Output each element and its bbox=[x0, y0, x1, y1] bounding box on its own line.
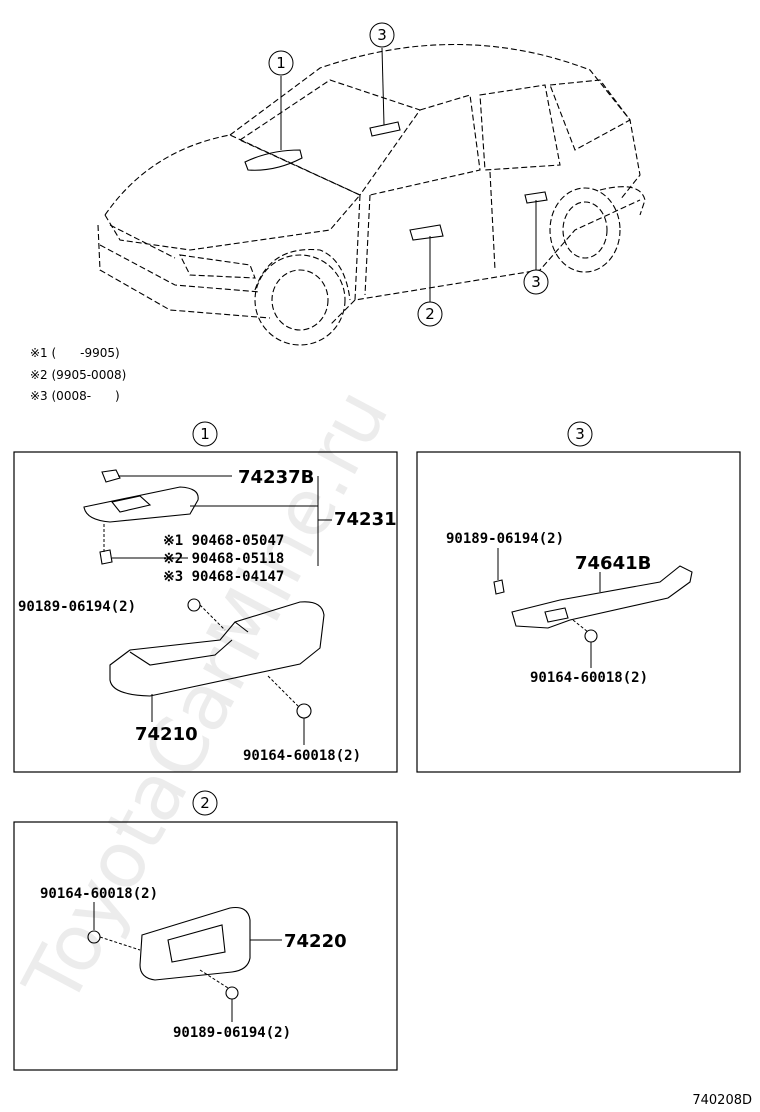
part-90468-04147: ※3 90468-04147 bbox=[163, 569, 284, 585]
svg-text:3: 3 bbox=[531, 273, 541, 291]
panel-2-frame bbox=[13, 821, 398, 1071]
panel-3-drawings bbox=[493, 565, 693, 643]
part-90189-06194: 90189-06194(2) bbox=[18, 599, 136, 615]
panel-1-leaders bbox=[103, 475, 332, 745]
part-90189-06194-3: 90189-06194(2) bbox=[446, 531, 564, 547]
panel-3-leaders bbox=[497, 548, 601, 668]
watermark: ToyotaCarMine.ru bbox=[7, 375, 407, 1020]
part-90164-60018-2: 90164-60018(2) bbox=[40, 886, 158, 902]
panel-1-drawings bbox=[83, 469, 325, 719]
panel-2-drawings bbox=[87, 906, 251, 1000]
diagram-code: 740208D bbox=[692, 1093, 752, 1108]
bolt-90164-icon-3 bbox=[584, 629, 598, 643]
panel-1-marker: 1 bbox=[192, 421, 218, 447]
part-74220: 74220 bbox=[284, 931, 347, 952]
assist-grip-74210-icon bbox=[109, 601, 325, 697]
roof-grip-icon bbox=[369, 121, 401, 137]
callout-2-door: 2 bbox=[417, 301, 443, 327]
svg-text:3: 3 bbox=[377, 26, 387, 44]
screw-90189-icon bbox=[187, 598, 201, 612]
clip-74237b-icon bbox=[101, 469, 121, 483]
panel-3-marker: 3 bbox=[567, 421, 593, 447]
door-handle-icon bbox=[409, 224, 444, 241]
part-74210: 74210 bbox=[135, 724, 198, 745]
svg-text:3: 3 bbox=[575, 425, 585, 443]
part-90468-05047: ※1 90468-05047 bbox=[163, 533, 284, 549]
panel-3-frame bbox=[416, 451, 741, 773]
roof-grip-74641b-icon bbox=[511, 565, 693, 629]
svg-text:2: 2 bbox=[425, 305, 435, 323]
part-74231: 74231 bbox=[334, 509, 397, 530]
note-3: ※3 (0008- ) bbox=[30, 389, 120, 403]
part-90468-05118: ※2 90468-05118 bbox=[163, 551, 284, 567]
cap-clip-icon bbox=[99, 549, 113, 565]
panel-2-marker: 2 bbox=[192, 790, 218, 816]
part-90164-60018-3: 90164-60018(2) bbox=[530, 670, 648, 686]
car-part-icons bbox=[244, 121, 548, 241]
bolt-90164-icon bbox=[296, 703, 312, 719]
front-grip-icon bbox=[244, 149, 303, 171]
svg-text:1: 1 bbox=[200, 425, 210, 443]
callout-3-top: 3 bbox=[369, 22, 395, 48]
grip-cover-icon bbox=[83, 486, 199, 523]
clip-90189-icon bbox=[493, 579, 505, 595]
clip-90189-icon-2 bbox=[225, 986, 239, 1000]
part-90164-60018: 90164-60018(2) bbox=[243, 748, 361, 764]
part-74237b: 74237B bbox=[238, 467, 314, 488]
panel-1-frame bbox=[13, 451, 398, 773]
callout-1-top: 1 bbox=[268, 50, 294, 76]
svg-text:2: 2 bbox=[200, 794, 210, 812]
note-2: ※2 (9905-0008) bbox=[30, 368, 126, 382]
svg-text:1: 1 bbox=[276, 54, 286, 72]
part-74641b: 74641B bbox=[575, 553, 651, 574]
car-overview bbox=[97, 43, 646, 346]
callout-3-rear: 3 bbox=[523, 269, 549, 295]
panel-2-leaders bbox=[93, 902, 282, 1022]
door-handle-74220-icon bbox=[139, 906, 251, 981]
rear-handle-icon bbox=[524, 191, 548, 204]
callout-leaders bbox=[280, 47, 537, 302]
note-1: ※1 ( -9905) bbox=[30, 346, 120, 360]
part-90189-06194-2: 90189-06194(2) bbox=[173, 1025, 291, 1041]
